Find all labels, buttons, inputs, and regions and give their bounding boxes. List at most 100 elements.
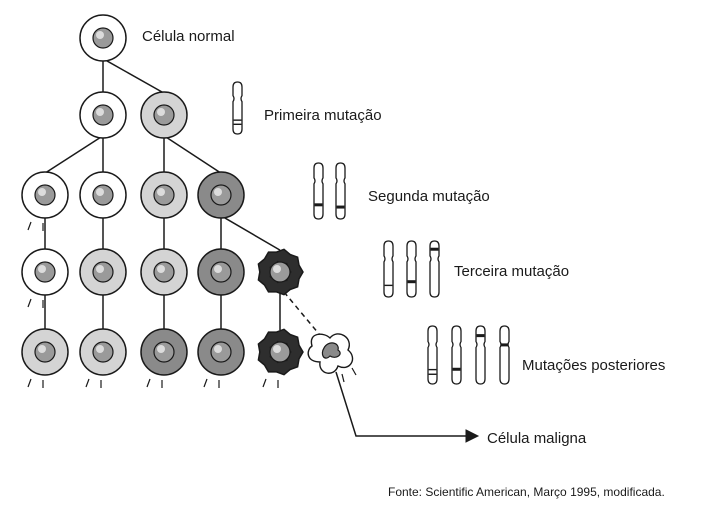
nucleus-highlight	[214, 345, 222, 353]
label-first-mutation: Primeira mutação	[264, 107, 382, 124]
division-tick	[351, 367, 357, 376]
malignant-nucleus	[321, 342, 341, 359]
chromosome-outline	[451, 325, 462, 385]
chromosome-third	[383, 240, 394, 298]
chromosome-third	[429, 240, 440, 298]
nucleus-highlight	[214, 188, 222, 196]
division-tick	[27, 378, 32, 388]
cell-nucleus	[153, 184, 175, 206]
chromosome-outline	[429, 240, 440, 298]
cell-second-mutation	[197, 171, 245, 219]
nucleus-highlight	[157, 108, 165, 116]
chromosome-icons	[232, 81, 510, 385]
lineage-line	[44, 135, 104, 174]
chromosome-outline	[335, 162, 346, 220]
lineage-lines	[27, 58, 325, 388]
lineage-line	[220, 215, 281, 251]
chromosome-band	[233, 119, 242, 121]
chromosome-outline	[406, 240, 417, 298]
cell-third-mutation	[257, 248, 304, 296]
cell-second-mutation	[197, 328, 245, 376]
nucleus-highlight	[157, 265, 165, 273]
cell-first-mutation	[140, 91, 188, 139]
cell-second-mutation	[197, 248, 245, 296]
lineage-line	[102, 58, 165, 94]
label-third-mutation: Terceira mutação	[454, 263, 570, 280]
cell-nucleus	[210, 261, 232, 283]
chromosome-band	[500, 343, 509, 347]
division-tick	[203, 378, 208, 388]
chromosome-band	[428, 368, 437, 371]
chromosome-band	[336, 205, 345, 209]
cell-third-mutation	[257, 328, 304, 376]
cell-normal	[21, 248, 69, 296]
cell-nucleus	[92, 184, 114, 206]
division-tick	[341, 373, 345, 383]
cell-nucleus	[92, 341, 114, 363]
cell-normal	[79, 14, 127, 62]
chromosome-band	[476, 334, 485, 338]
cell-nucleus	[34, 184, 56, 206]
chromosome-band	[314, 203, 323, 207]
cell-nucleus	[34, 341, 56, 363]
cell-first-mutation	[140, 171, 188, 219]
nucleus-highlight	[96, 108, 104, 116]
cell-lineage	[21, 14, 357, 383]
malignant-arrow	[335, 371, 480, 443]
nucleus-highlight	[273, 345, 281, 353]
cell-nucleus	[153, 261, 175, 283]
cell-nucleus	[210, 341, 232, 363]
cell-second-mutation	[140, 328, 188, 376]
nucleus-highlight	[96, 31, 104, 39]
chromosome-band	[407, 280, 416, 284]
chromosome-outline	[232, 81, 243, 135]
chromosome-band	[233, 123, 242, 125]
nucleus-highlight	[157, 188, 165, 196]
lineage-line	[283, 291, 325, 341]
nucleus-highlight	[214, 265, 222, 273]
cell-first-mutation	[79, 328, 127, 376]
source-caption: Fonte: Scientific American, Março 1995, …	[388, 485, 665, 499]
nucleus-highlight	[38, 265, 46, 273]
cell-normal	[21, 171, 69, 219]
nucleus-highlight	[96, 188, 104, 196]
chromosome-later	[427, 325, 438, 385]
chromosome-second	[335, 162, 346, 220]
cell-normal	[79, 91, 127, 139]
cell-nucleus	[269, 341, 291, 363]
cell-first-mutation	[21, 328, 69, 376]
cell-nucleus	[210, 184, 232, 206]
chromosome-later	[499, 325, 510, 385]
division-tick	[146, 378, 151, 388]
chromosome-outline	[475, 325, 486, 385]
division-tick	[85, 378, 90, 388]
label-second-mutation: Segunda mutação	[368, 188, 490, 205]
cell-nucleus	[153, 104, 175, 126]
label-malignant-cell: Célula maligna	[487, 430, 587, 447]
malignant-cell	[307, 333, 357, 383]
chromosome-outline	[383, 240, 394, 298]
cell-nucleus	[34, 261, 56, 283]
chromosome-second	[313, 162, 324, 220]
nucleus-highlight	[96, 265, 104, 273]
nucleus-highlight	[38, 188, 46, 196]
cell-nucleus	[92, 104, 114, 126]
chromosome-band	[430, 247, 439, 251]
cell-first-mutation	[140, 248, 188, 296]
chromosome-outline	[427, 325, 438, 385]
chromosome-third	[406, 240, 417, 298]
cell-nucleus	[92, 27, 114, 49]
cell-nucleus	[269, 261, 291, 283]
chromosome-later	[451, 325, 462, 385]
nucleus-highlight	[96, 345, 104, 353]
arrow-line	[335, 371, 468, 437]
chromosome-band	[384, 284, 393, 287]
chromosome-first	[232, 81, 243, 135]
division-tick	[262, 378, 267, 388]
chromosome-band	[428, 373, 437, 375]
chromosome-band	[452, 367, 461, 371]
cell-nucleus	[153, 341, 175, 363]
division-tick	[27, 221, 32, 231]
